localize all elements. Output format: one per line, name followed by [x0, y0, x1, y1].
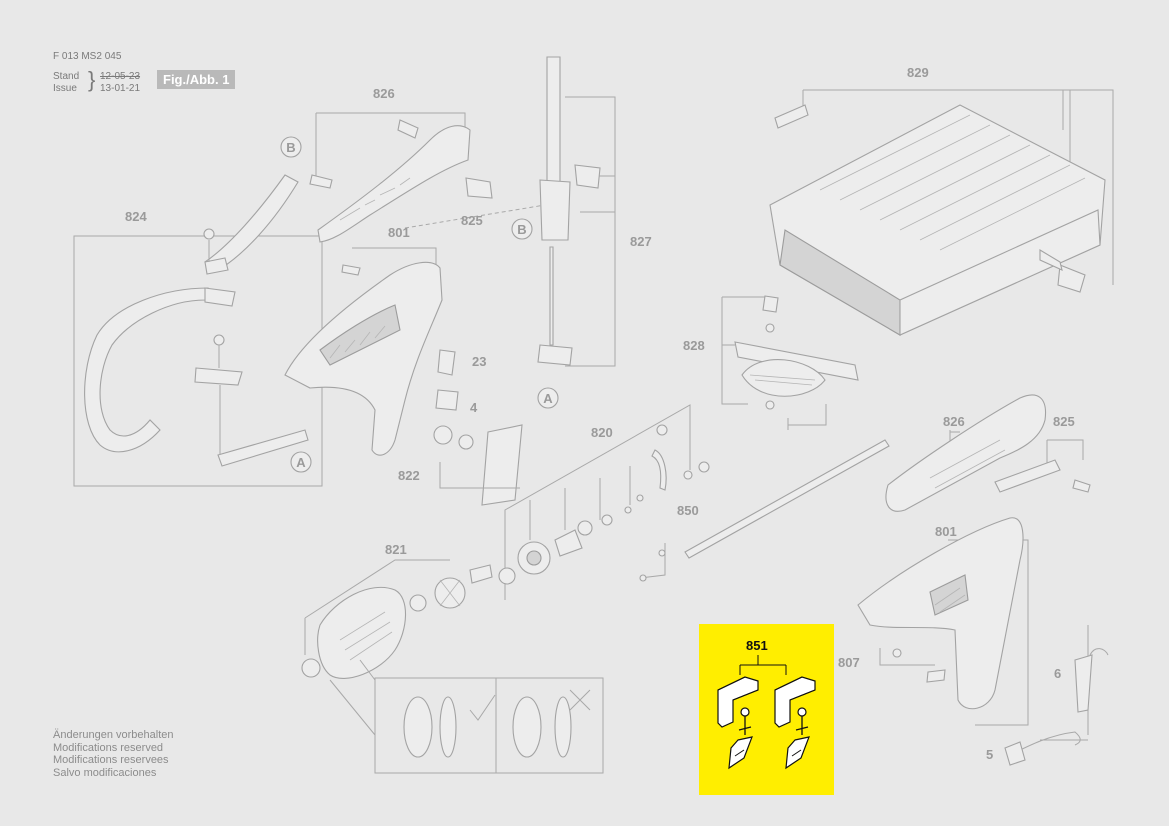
handle-assembly-826-right: [885, 394, 1091, 512]
callout-b-2: B: [511, 218, 533, 240]
issue-label: Issue: [53, 83, 77, 94]
part-label-828: 828: [683, 338, 705, 353]
svg-text:A: A: [296, 455, 306, 470]
part-label-5: 5: [986, 747, 993, 762]
part-label-822: 822: [398, 468, 420, 483]
svg-text:B: B: [517, 222, 526, 237]
svg-text:A: A: [543, 391, 553, 406]
part-label-821: 821: [385, 542, 407, 557]
document-number: F 013 MS2 045: [53, 51, 122, 62]
part-label-827: 827: [630, 234, 652, 249]
svg-text:B: B: [286, 140, 295, 155]
part-label-801: 801: [388, 225, 410, 240]
part-label-850: 850: [677, 503, 699, 518]
motor-housing-801-right: [857, 517, 1089, 741]
stand-label: Stand: [53, 71, 80, 82]
spindle-assembly-827: [537, 56, 616, 367]
note-de: Änderungen vorbehalten: [53, 729, 174, 741]
handle-assembly-826: [309, 112, 546, 243]
clamp-right-icon: [774, 676, 816, 770]
part-label-807: 807: [838, 655, 860, 670]
figure-label: Fig./Abb. 1: [157, 70, 236, 89]
work-table-829: [769, 89, 1114, 336]
callout-a-1: A: [290, 451, 312, 473]
gear-train-820: [498, 404, 710, 600]
part-label-6: 6: [1054, 666, 1061, 681]
modification-notes: Änderungen vorbehalten Modifications res…: [53, 729, 173, 779]
part-label-826: 826: [373, 86, 395, 101]
part-label-825: 825: [461, 213, 483, 228]
callout-a-2: A: [537, 387, 559, 409]
motor-housing-801-left: [284, 247, 523, 506]
brace-icon: }: [88, 67, 96, 92]
callout-b-1: B: [280, 136, 302, 158]
cord-assembly-5-6: [1004, 648, 1109, 766]
part-label-801-right: 801: [935, 524, 957, 539]
miter-guide-828: [721, 295, 859, 430]
part-label-4: 4: [470, 400, 478, 415]
assembly-hint-insets: [329, 659, 604, 774]
note-fr: Modifications reservees: [53, 754, 169, 766]
note-en: Modifications reserved: [53, 741, 164, 754]
part-label-851: 851: [746, 638, 768, 653]
highlighted-part-851[interactable]: 851: [699, 624, 834, 795]
part-label-825-right: 825: [1053, 414, 1075, 429]
part-label-829: 829: [907, 65, 929, 80]
part-label-23: 23: [472, 354, 486, 369]
arm-assembly-824: [73, 174, 323, 487]
issue-date: 13-01-21: [100, 83, 141, 94]
part-label-826-right: 826: [943, 414, 965, 429]
clamp-left-icon: [717, 676, 759, 770]
part-label-820: 820: [591, 425, 613, 440]
motor-assembly-821: [301, 559, 493, 679]
note-es: Salvo modificaciones: [53, 766, 157, 779]
stand-date: 12-05-23: [100, 71, 141, 82]
part-label-824: 824: [125, 209, 147, 224]
guide-rail-850: [639, 439, 890, 582]
